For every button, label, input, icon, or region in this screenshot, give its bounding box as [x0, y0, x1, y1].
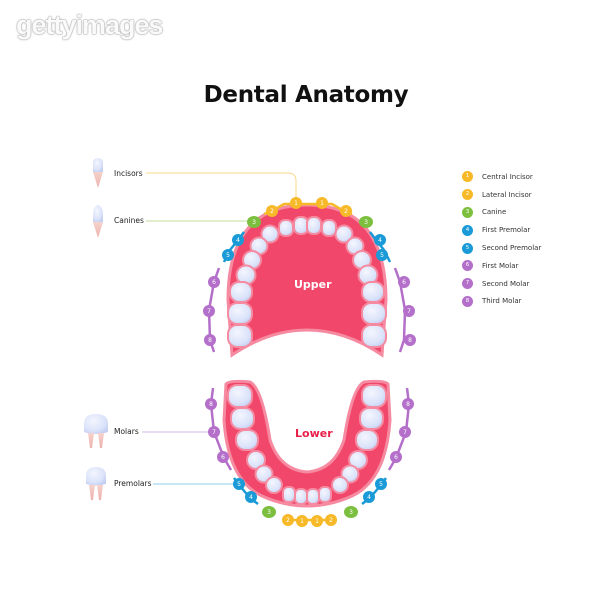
svg-text:4: 4	[367, 494, 371, 501]
page-title: Dental Anatomy	[203, 82, 409, 108]
legend-badge: 4	[462, 224, 473, 236]
svg-text:7: 7	[407, 308, 411, 315]
legend-item-third-molar: 8 Third Molar	[462, 293, 541, 311]
svg-text:2: 2	[344, 208, 348, 215]
label-canines: Canines	[114, 216, 144, 225]
svg-text:3: 3	[267, 509, 271, 516]
legend-item-first-molar: 6 First Molar	[462, 257, 541, 275]
lower-jaw	[222, 379, 392, 508]
svg-text:1: 1	[320, 200, 324, 207]
upper-teeth	[227, 216, 387, 348]
legend-label: Canine	[482, 208, 507, 217]
legend-badge: 2	[462, 189, 473, 201]
label-connectors	[142, 172, 297, 485]
svg-text:7: 7	[403, 429, 407, 436]
legend-item-canine: 3 Canine	[462, 204, 541, 222]
svg-text:8: 8	[406, 401, 410, 408]
molar-tooth-icon	[84, 414, 108, 448]
svg-text:1: 1	[315, 518, 319, 525]
svg-text:3: 3	[364, 219, 368, 226]
svg-text:6: 6	[221, 454, 225, 461]
svg-text:3: 3	[349, 509, 353, 516]
upper-number-chain: 2 1 1 2 3 3 4 5 4 5 6 7 8 6 7 8	[203, 197, 416, 353]
legend-label: First Molar	[482, 261, 519, 270]
svg-text:5: 5	[237, 481, 241, 488]
legend-badge: 8	[462, 295, 473, 307]
svg-text:5: 5	[226, 252, 230, 259]
svg-text:7: 7	[207, 308, 211, 315]
svg-text:3: 3	[252, 219, 256, 226]
legend-badge: 5	[462, 242, 473, 254]
svg-text:1: 1	[300, 518, 304, 525]
lower-number-chain: 8 7 6 8 7 6 5 4 5 4 3 3 2 1 1 2	[205, 387, 414, 527]
svg-text:1: 1	[294, 200, 298, 207]
svg-text:8: 8	[209, 401, 213, 408]
legend-label: Third Molar	[482, 297, 522, 306]
legend-badge: 6	[462, 260, 473, 272]
upper-jaw-label: Upper	[294, 278, 332, 291]
svg-text:4: 4	[249, 494, 253, 501]
svg-text:5: 5	[380, 252, 384, 259]
lower-jaw-label: Lower	[295, 427, 333, 440]
legend-item-second-molar: 7 Second Molar	[462, 275, 541, 293]
label-incisors: Incisors	[114, 169, 143, 178]
svg-text:2: 2	[286, 517, 290, 524]
legend-label: Second Premolar	[482, 244, 542, 253]
svg-text:4: 4	[378, 237, 382, 244]
legend-label: Lateral Incisor	[482, 190, 532, 199]
legend-badge: 7	[462, 278, 473, 290]
svg-text:6: 6	[402, 279, 406, 286]
svg-text:7: 7	[212, 429, 216, 436]
svg-text:2: 2	[270, 208, 274, 215]
legend-item-second-premolar: 5 Second Premolar	[462, 239, 541, 257]
premolar-tooth-icon	[86, 467, 106, 500]
svg-text:4: 4	[236, 237, 240, 244]
legend-label: Central Incisor	[482, 172, 533, 181]
svg-text:2: 2	[329, 517, 333, 524]
legend-label: Second Molar	[482, 279, 530, 288]
legend-item-central-incisor: 1 Central Incisor	[462, 168, 541, 186]
svg-text:8: 8	[408, 337, 412, 344]
incisor-tooth-icon	[93, 158, 103, 188]
legend-badge: 1	[462, 171, 473, 183]
svg-text:6: 6	[394, 454, 398, 461]
svg-text:6: 6	[212, 279, 216, 286]
label-molars: Molars	[114, 427, 139, 436]
lower-teeth	[227, 384, 387, 505]
legend: 1 Central Incisor 2 Lateral Incisor 3 Ca…	[462, 168, 541, 310]
legend-label: First Premolar	[482, 226, 531, 235]
svg-text:8: 8	[208, 337, 212, 344]
legend-item-first-premolar: 4 First Premolar	[462, 221, 541, 239]
label-premolars: Premolars	[114, 479, 152, 488]
legend-badge: 3	[462, 206, 473, 218]
watermark: gettyimages	[16, 10, 164, 40]
legend-item-lateral-incisor: 2 Lateral Incisor	[462, 186, 541, 204]
canine-tooth-icon	[93, 205, 103, 238]
svg-text:5: 5	[379, 481, 383, 488]
